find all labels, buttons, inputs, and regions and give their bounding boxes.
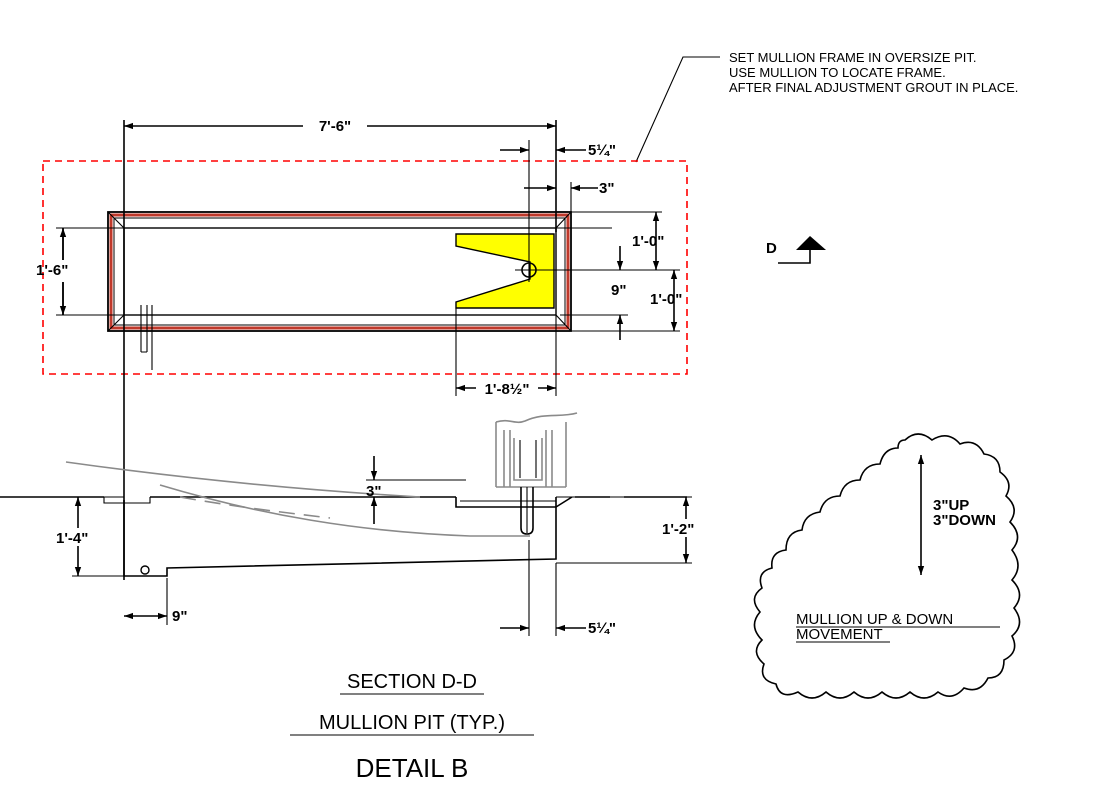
plan-dimensions: 7'-6" 5¼" 3" 1'-6" 1'-0" 1'-0" 9" 1'-8½": [36, 116, 682, 580]
note-leader-line: [635, 56, 720, 163]
cloud-up-label: 3"UP: [933, 497, 969, 514]
mullion-arm-yellow: [455, 233, 555, 309]
dim-slot-length: 1'-8½": [485, 381, 530, 398]
dim-depth-left: 1'-4": [56, 530, 88, 547]
frame-corner-miters: [107, 211, 572, 332]
drain-circle: [140, 565, 150, 575]
plan-view: [42, 140, 688, 375]
section-dimensions: 1'-4" 1'-2" 3" 9" 5¼": [54, 456, 710, 637]
dim-edge-offset-bottom: 5¼": [588, 620, 616, 637]
dim-lower-half: 1'-0": [650, 291, 682, 308]
hidden-swing-arc-lower: [159, 484, 530, 537]
dim-depth-right: 1'-2": [662, 521, 694, 538]
captions: SECTION D-D MULLION PIT (TYP.) DETAIL B: [290, 671, 534, 783]
section-arrow-icon: [796, 236, 826, 250]
cloud-title-line-2: MOVEMENT: [796, 626, 883, 643]
revision-cloud: 3"UP 3"DOWN MULLION UP & DOWN MOVEMENT: [753, 433, 1021, 699]
section-marker-label: D: [766, 240, 777, 257]
dim-heel: 9": [172, 608, 187, 625]
mullion-pin: [520, 487, 534, 535]
frame-wall-red: [109, 213, 570, 330]
mullion-outline: [495, 422, 567, 488]
detail-caption: DETAIL B: [356, 753, 469, 783]
dim-edge-offset-top: 5¼": [588, 142, 616, 159]
cloud-down-label: 3"DOWN: [933, 512, 996, 529]
dim-arm-offset: 9": [611, 282, 626, 299]
frame-flange-section: [455, 496, 573, 508]
oversize-pit-outline: [42, 160, 688, 375]
note-line-2: USE MULLION TO LOCATE FRAME.: [729, 65, 946, 80]
frame-wall-inner: [113, 217, 566, 326]
section-marker: D: [766, 236, 826, 264]
dim-upper-half: 1'-0": [632, 233, 664, 250]
dim-overall-length: 7'-6": [319, 118, 351, 135]
dim-width: 1'-6": [36, 262, 68, 279]
pit-outline: [123, 497, 557, 577]
dim-travel: 3": [366, 483, 381, 500]
frame-anchor-stub: [140, 305, 153, 370]
section-view: [0, 412, 687, 577]
general-note: SET MULLION FRAME IN OVERSIZE PIT. USE M…: [635, 50, 1018, 163]
frame-outer-edge: [107, 211, 572, 332]
cloud-title-line-1: MULLION UP & DOWN: [796, 611, 953, 628]
hidden-swing-arc-upper: [65, 461, 421, 498]
note-line-3: AFTER FINAL ADJUSTMENT GROUT IN PLACE.: [729, 80, 1018, 95]
revision-cloud-outline: [753, 433, 1021, 699]
section-caption: SECTION D-D: [347, 671, 477, 693]
mullion-break-line: [495, 412, 578, 424]
note-line-1: SET MULLION FRAME IN OVERSIZE PIT.: [729, 50, 977, 65]
dim-wall-thickness: 3": [599, 180, 614, 197]
subtitle-caption: MULLION PIT (TYP.): [319, 712, 505, 734]
